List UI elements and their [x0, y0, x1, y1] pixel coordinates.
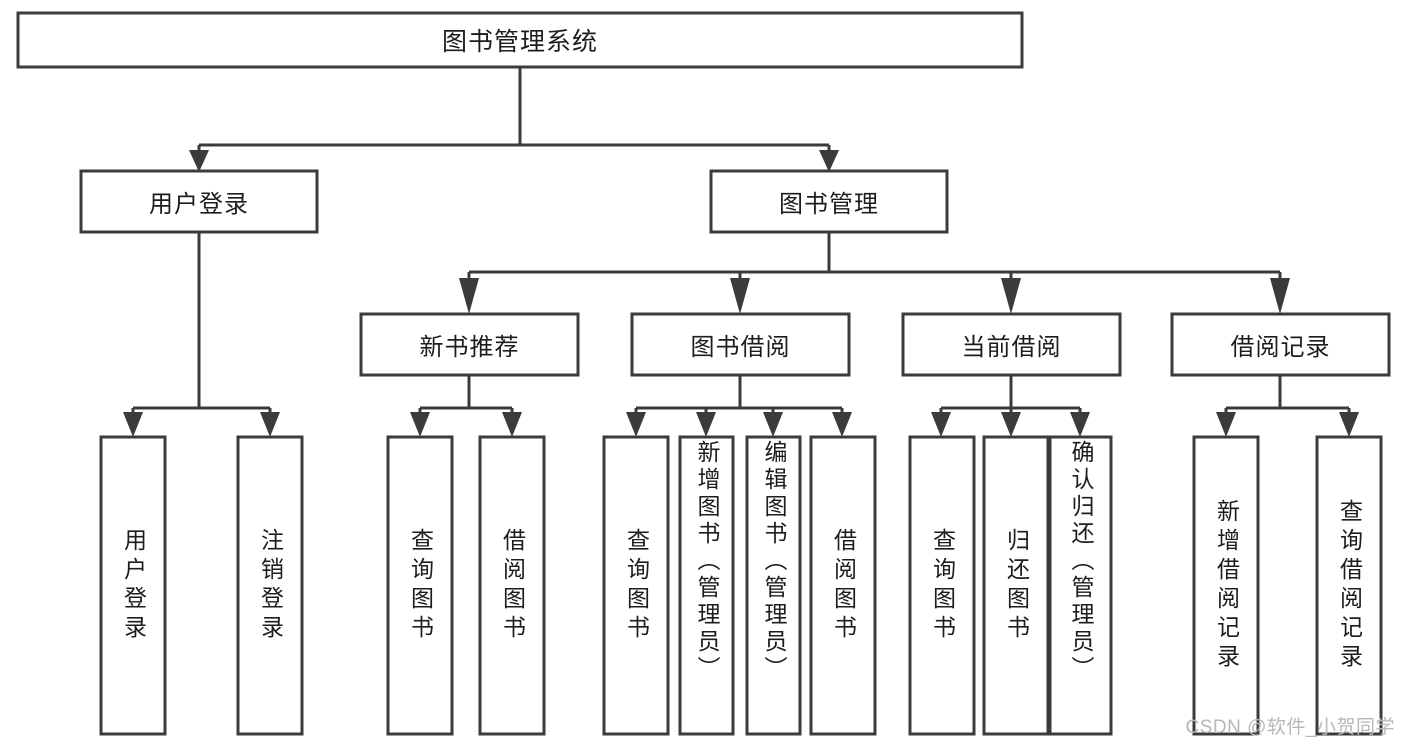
- node-box-newbook[interactable]: [359, 312, 580, 377]
- arrowhead-leaf2: [260, 412, 280, 437]
- node-box-bookmgmt[interactable]: [709, 169, 949, 234]
- arrowhead-bookmgmt: [819, 150, 839, 172]
- node-box-records[interactable]: [1170, 312, 1391, 377]
- arrowhead-newbook: [459, 278, 479, 314]
- node-box-borrow[interactable]: [630, 312, 851, 377]
- connector-group-bookmgmt: [459, 232, 1290, 314]
- arrowhead-leaf9: [931, 412, 951, 437]
- arrowhead-leaf13: [1339, 412, 1359, 437]
- arrowhead-leaf7: [763, 412, 783, 437]
- node-box-leaf13[interactable]: [1315, 435, 1383, 736]
- connector-group-current: [931, 375, 1090, 437]
- node-box-leaf5[interactable]: [602, 435, 670, 736]
- connector-group-login: [123, 232, 280, 437]
- csdn-watermark: CSDN @软件_小贺同学: [1185, 717, 1395, 738]
- node-box-leaf12[interactable]: [1192, 435, 1260, 736]
- node-box-leaf4[interactable]: [478, 435, 546, 736]
- connector-group-records: [1216, 375, 1359, 437]
- arrowhead-leaf4: [502, 412, 522, 437]
- arrowhead-login: [189, 150, 209, 172]
- arrowhead-leaf6: [696, 412, 716, 437]
- node-box-leaf7[interactable]: [745, 435, 802, 736]
- arrowhead-leaf12: [1216, 412, 1236, 437]
- arrowhead-leaf3: [410, 412, 430, 437]
- node-box-leaf3[interactable]: [386, 435, 454, 736]
- node-box-leaf9[interactable]: [908, 435, 976, 736]
- node-box-leaf2[interactable]: [236, 435, 304, 736]
- arrowhead-borrow: [730, 278, 750, 314]
- node-box-leaf10[interactable]: [982, 435, 1050, 736]
- node-box-leaf1[interactable]: [99, 435, 167, 736]
- node-box-root[interactable]: [16, 11, 1024, 69]
- arrowhead-current: [1001, 278, 1021, 314]
- arrowhead-records: [1270, 278, 1290, 314]
- node-box-leaf6[interactable]: [678, 435, 735, 736]
- connector-group-borrow: [626, 375, 852, 437]
- node-box-leaf8[interactable]: [809, 435, 877, 736]
- node-box-login[interactable]: [79, 169, 319, 234]
- arrowhead-leaf8: [832, 412, 852, 437]
- connector-group-newbook: [410, 375, 522, 437]
- connector-group-root: [189, 67, 839, 172]
- arrowhead-leaf1: [123, 412, 143, 437]
- node-box-current[interactable]: [901, 312, 1122, 377]
- node-box-leaf11[interactable]: [1048, 435, 1113, 736]
- arrowhead-leaf5: [626, 412, 646, 437]
- arrowhead-leaf10: [1001, 412, 1021, 437]
- arrowhead-leaf11: [1070, 412, 1090, 437]
